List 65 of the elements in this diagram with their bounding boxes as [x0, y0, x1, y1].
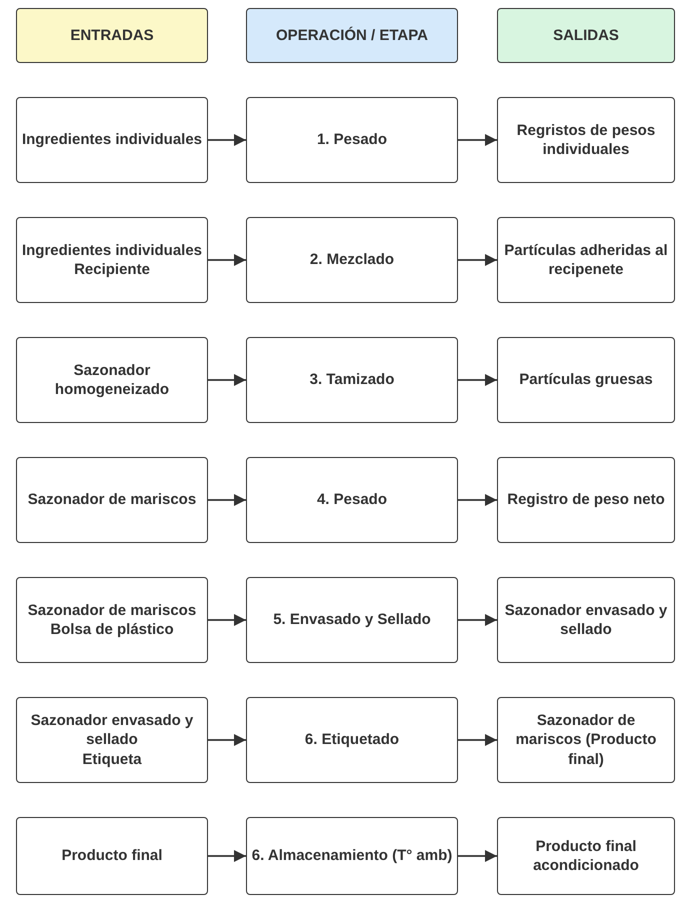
- node-text: Sazonador de mariscos: [28, 600, 196, 620]
- arrow: [458, 614, 497, 626]
- process-box: [16, 217, 208, 303]
- node-text: Sazonador envasado y sellado: [504, 600, 668, 640]
- node-text: 6. Almacenamiento (T° amb): [252, 846, 452, 866]
- node-text: Ingredientes individuales: [22, 240, 202, 260]
- process-box: [246, 97, 458, 183]
- process-box: [16, 697, 208, 783]
- process-box: [246, 817, 458, 895]
- node-text: Producto final acondicionado: [532, 836, 640, 876]
- process-box: [497, 97, 675, 183]
- arrow: [208, 134, 246, 146]
- node-text: Partículas adheridas al recipenete: [503, 240, 669, 280]
- arrow: [208, 374, 246, 386]
- process-box: [497, 697, 675, 783]
- node-text: 3. Tamizado: [310, 370, 394, 390]
- process-box: [16, 577, 208, 663]
- node-text: Sazonador envasado y sellado: [30, 710, 194, 750]
- node-text: Producto final: [62, 846, 162, 866]
- node-text: Sazonador homogeneizado: [54, 360, 170, 400]
- node-text: Etiqueta: [82, 750, 142, 770]
- arrow: [208, 850, 246, 862]
- node-text: Bolsa de plástico: [50, 620, 174, 640]
- column-heading: SALIDAS: [553, 26, 619, 46]
- column-heading: ENTRADAS: [70, 26, 154, 46]
- arrow: [208, 254, 246, 266]
- node-text: Sazonador de mariscos: [28, 490, 196, 510]
- arrow: [458, 254, 497, 266]
- column-header: [16, 8, 208, 63]
- process-box: [246, 337, 458, 423]
- process-box: [497, 337, 675, 423]
- process-box: [246, 697, 458, 783]
- arrow: [458, 134, 497, 146]
- node-text: Partículas gruesas: [519, 370, 653, 390]
- arrow: [208, 734, 246, 746]
- process-box: [246, 457, 458, 543]
- process-box: [16, 97, 208, 183]
- node-text: Ingredientes individuales: [22, 130, 202, 150]
- node-text: Sazonador de mariscos (Producto final): [514, 710, 658, 770]
- node-text: 5. Envasado y Sellado: [273, 610, 431, 630]
- process-box: [16, 337, 208, 423]
- arrow: [208, 614, 246, 626]
- process-box: [16, 817, 208, 895]
- node-text: Regristos de pesos individuales: [516, 120, 656, 160]
- process-box: [497, 217, 675, 303]
- arrow: [208, 494, 246, 506]
- process-box: [246, 217, 458, 303]
- arrow: [458, 494, 497, 506]
- column-header: [246, 8, 458, 63]
- node-text: 4. Pesado: [316, 490, 388, 510]
- arrow: [458, 734, 497, 746]
- node-text: 6. Etiquetado: [304, 730, 400, 750]
- node-text: Registro de peso neto: [507, 490, 665, 510]
- node-text: 1. Pesado: [316, 130, 388, 150]
- arrow: [458, 374, 497, 386]
- node-text: 2. Mezclado: [310, 250, 394, 270]
- process-box: [16, 457, 208, 543]
- process-box: [497, 457, 675, 543]
- process-box: [497, 817, 675, 895]
- arrow: [458, 850, 497, 862]
- column-heading: OPERACIÓN / ETAPA: [276, 26, 428, 46]
- process-box: [246, 577, 458, 663]
- column-header: [497, 8, 675, 63]
- process-box: [497, 577, 675, 663]
- node-text: Recipiente: [74, 260, 150, 280]
